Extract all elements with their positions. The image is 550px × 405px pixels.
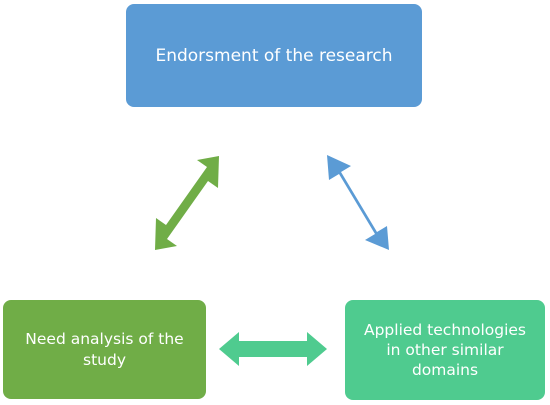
node-need-analysis: Need analysis of the study [3, 300, 206, 399]
double-arrow-left-right [219, 332, 327, 366]
node-applied-technologies: Applied technologies in other similar do… [345, 300, 545, 400]
node-endorsement-label: Endorsment of the research [155, 45, 393, 66]
double-arrow-left-top [155, 156, 219, 250]
double-arrow-top-right [327, 155, 389, 250]
node-need-analysis-label: Need analysis of the study [25, 330, 184, 369]
node-endorsement: Endorsment of the research [126, 4, 422, 107]
node-applied-technologies-label: Applied technologies in other similar do… [363, 320, 526, 380]
